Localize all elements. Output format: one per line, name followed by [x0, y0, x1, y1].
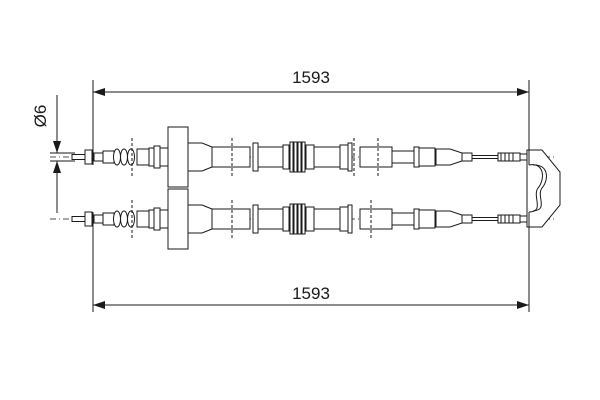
diameter-label: Ø6 [31, 105, 50, 128]
top-cable [49, 126, 556, 188]
bottom-length-label: 1593 [292, 284, 330, 303]
end-bracket [526, 149, 561, 228]
diameter-dimension: Ø6 [31, 95, 75, 213]
top-dimension: 1593 [92, 68, 530, 165]
bottom-cable [49, 188, 556, 250]
top-length-label: 1593 [292, 68, 330, 87]
bottom-dimension: 1593 [92, 212, 530, 312]
